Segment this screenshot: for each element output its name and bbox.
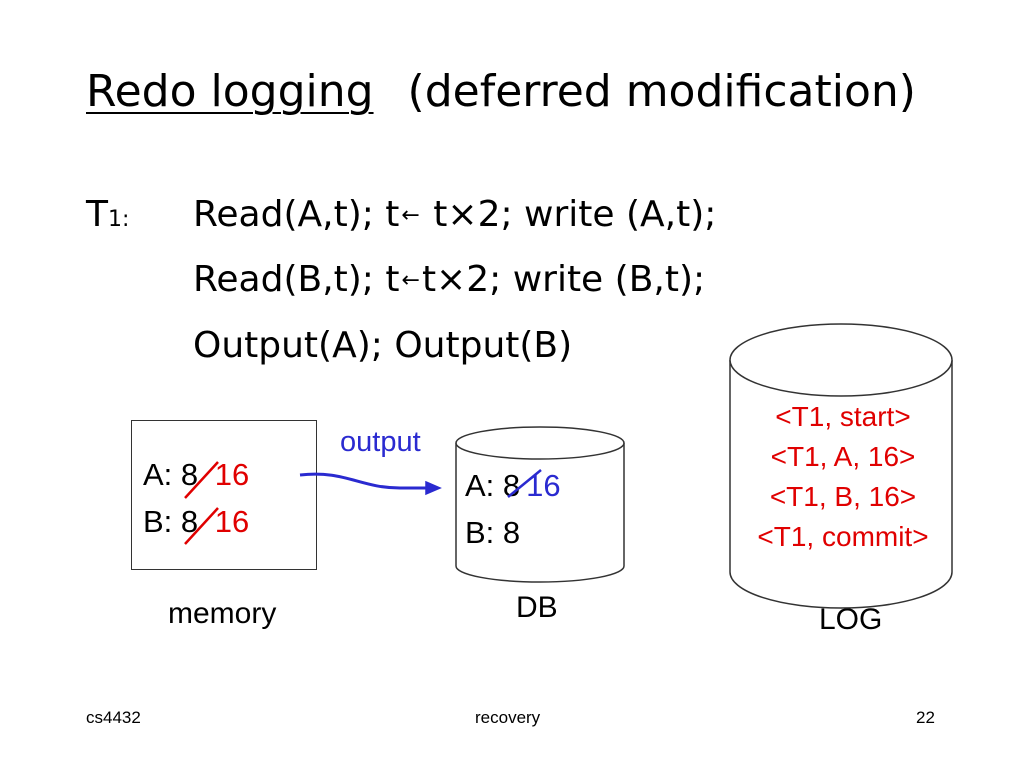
assign-arrow-icon: ← <box>401 203 420 228</box>
transaction-name: T <box>86 194 108 235</box>
log-entry: <T1, start> <box>775 401 911 432</box>
title-rest: (deferred modification) <box>407 66 916 117</box>
db-a-strike <box>507 469 542 498</box>
log-entry: <T1, B, 16> <box>769 481 917 512</box>
memory-row-a: A: 8 16 <box>143 455 249 495</box>
code-line-1-pre: Read(A,t); t <box>193 194 400 235</box>
log-entry: <T1, commit> <box>757 521 929 552</box>
memory-b-label: B: <box>143 504 173 539</box>
code-line-1: Read(A,t); t← t×2; write (A,t); <box>193 191 716 244</box>
output-arrow <box>299 472 442 496</box>
log-entry: <T1, A, 16> <box>770 441 916 472</box>
footer-topic: recovery <box>475 708 541 727</box>
code-line-2-post: t×2; write (B,t); <box>421 259 706 300</box>
db-a-old: 8 <box>502 468 521 503</box>
memory-a-strike <box>184 461 219 499</box>
footer-page-number: 22 <box>916 708 935 727</box>
title-underlined: Redo logging <box>86 66 374 117</box>
code-line-2: Read(B,t); t←t×2; write (B,t); <box>193 256 705 309</box>
db-b-label: B: <box>465 515 495 550</box>
memory-box <box>131 420 317 570</box>
transaction-label: T1: <box>86 191 129 244</box>
code-line-2-pre: Read(B,t); t <box>193 259 400 300</box>
memory-caption: memory <box>168 597 277 630</box>
memory-b-strike <box>184 507 219 545</box>
memory-a-label: A: <box>143 457 173 492</box>
memory-b-new: 16 <box>214 504 250 539</box>
db-caption: DB <box>516 591 558 624</box>
memory-row-b: B: 8 16 <box>143 502 249 542</box>
code-line-1-post: t×2; write (A,t); <box>421 194 717 235</box>
log-cylinder <box>729 323 953 609</box>
output-label: output <box>340 426 421 458</box>
log-entries: <T1, start> <T1, A, 16> <T1, B, 16> <T1,… <box>736 397 950 557</box>
db-a-new: 16 <box>526 468 561 503</box>
db-cylinder <box>455 426 625 583</box>
db-a-label: A: <box>465 468 495 503</box>
db-b-value: 8 <box>502 515 521 550</box>
transaction-subscript: 1: <box>108 207 130 232</box>
memory-b-old: 8 <box>180 504 199 539</box>
footer-course: cs4432 <box>86 708 141 727</box>
code-line-3-pre: Output(A); Output(B) <box>193 325 573 366</box>
assign-arrow-icon: ← <box>401 268 420 293</box>
page-title: Redo logging (deferred modification) <box>86 62 916 122</box>
code-line-3: Output(A); Output(B) <box>193 322 572 370</box>
db-row-b: B: 8 <box>465 513 520 553</box>
memory-a-old: 8 <box>180 457 199 492</box>
memory-a-new: 16 <box>214 457 250 492</box>
